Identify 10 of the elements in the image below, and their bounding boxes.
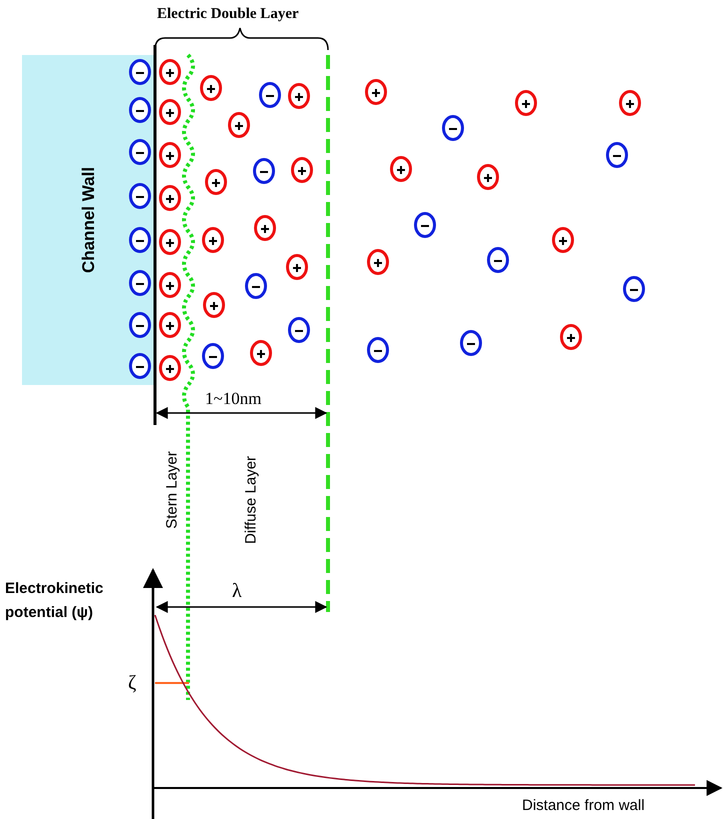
layer-label: Stern Layer bbox=[163, 451, 181, 529]
dimension-label: λ bbox=[232, 580, 242, 603]
layer-label: Diffuse Layer bbox=[242, 456, 260, 544]
wall-label: Channel Wall bbox=[78, 166, 98, 274]
axis-title: Distance from wall bbox=[522, 797, 645, 814]
zeta-label: ζ bbox=[128, 672, 136, 695]
bracket-label: Electric Double Layer bbox=[157, 6, 299, 24]
axis-title: Electrokinetic potential (ψ) bbox=[5, 579, 104, 623]
wall-block bbox=[22, 55, 155, 385]
dimension-label: 1~10nm bbox=[205, 389, 262, 409]
